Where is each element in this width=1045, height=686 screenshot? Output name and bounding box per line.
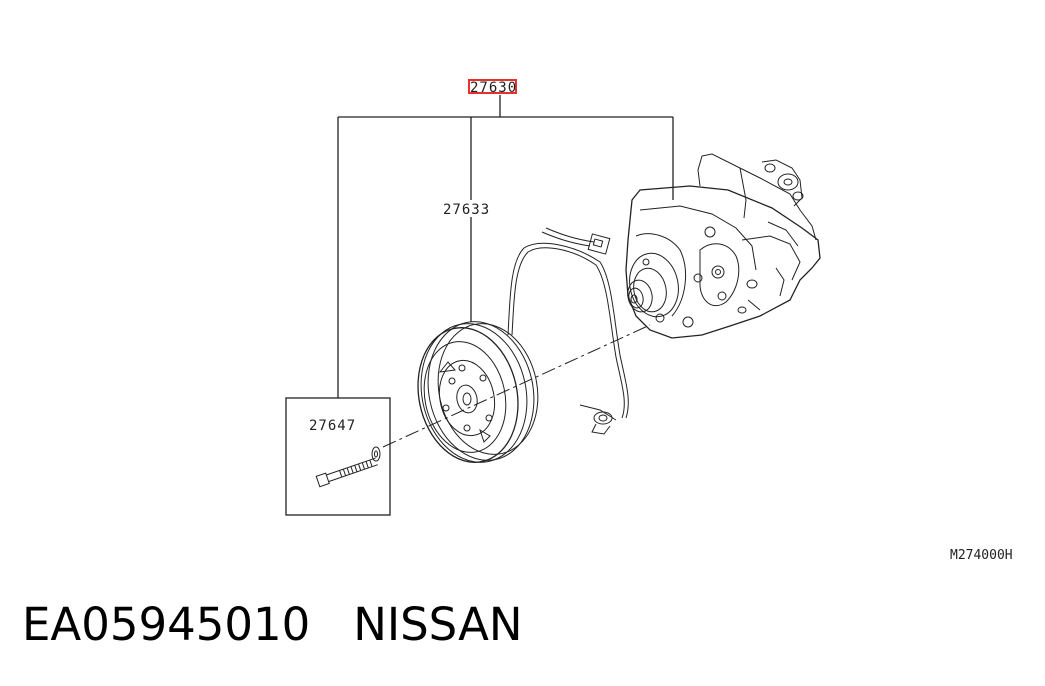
bolt-detail-box	[285, 397, 391, 516]
callout-bolt[interactable]: 27647	[309, 418, 356, 434]
assembly-callout-highlight	[468, 79, 517, 94]
reference-code: M274000H	[950, 548, 1013, 563]
callout-clutch[interactable]: 27633	[443, 202, 490, 218]
footer-label: EA05945010 NISSAN	[22, 598, 523, 651]
part-number: EA05945010	[22, 598, 311, 651]
compressor-drawing	[625, 153, 821, 339]
bolt-drawing	[315, 446, 381, 488]
wire-harness-drawing	[507, 227, 629, 435]
leader-lines	[337, 95, 674, 398]
brand-name: NISSAN	[353, 598, 523, 651]
center-axis	[382, 324, 651, 448]
clutch-pulley-drawing	[417, 321, 539, 463]
callout-assembly[interactable]: 27630	[470, 80, 517, 96]
